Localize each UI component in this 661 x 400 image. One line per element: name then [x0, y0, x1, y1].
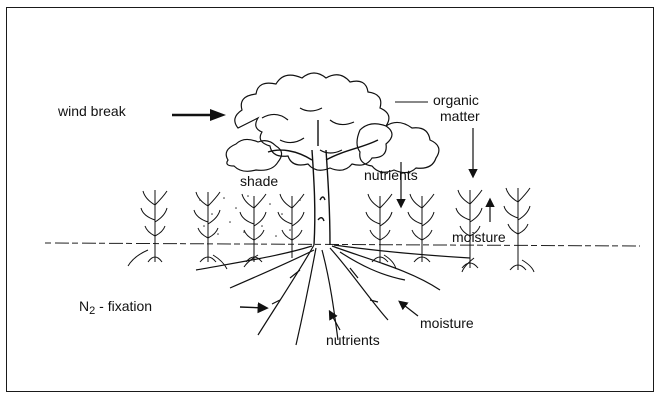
tree-trunk: [268, 120, 378, 245]
nutrients-top-label: nutrients: [364, 168, 418, 182]
crop-plant: [278, 194, 304, 258]
n2-fixation-arrow: [240, 307, 266, 308]
organic-matter-label-line2: matter: [440, 109, 480, 123]
moisture-right-label: moisture: [452, 230, 506, 244]
crop-plant: [504, 188, 530, 270]
shade-dots: [199, 195, 301, 237]
moisture-bottom-arrow: [400, 302, 418, 316]
organic-matter-label-line1: organic: [433, 93, 479, 107]
crop-plant: [240, 194, 266, 262]
nutrients-bottom-label: nutrients: [326, 333, 380, 347]
crop-plant: [194, 192, 220, 262]
tree-canopy: [226, 73, 439, 173]
shade-label: shade: [240, 174, 278, 188]
wind-break-label: wind break: [58, 104, 126, 118]
wind-break-arrow: [172, 109, 226, 121]
moisture-bottom-label: moisture: [420, 316, 474, 330]
crop-plant: [408, 194, 434, 262]
n2-fixation-label: N2 - fixation: [79, 299, 152, 314]
